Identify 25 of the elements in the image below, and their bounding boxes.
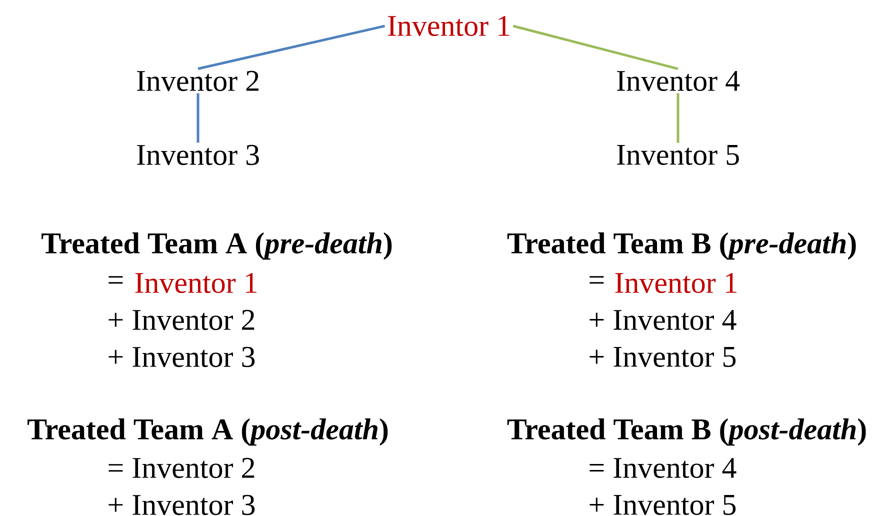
inventor-name: Inventor 1 — [135, 272, 257, 294]
team-member-line: + Inventor 3 — [108, 346, 255, 368]
team-member-line: = — [590, 276, 604, 284]
inventor-name: Inventor 1 — [615, 272, 737, 294]
team-member-line: + Inventor 3 — [108, 494, 255, 516]
inventor-label: Inventor 5 — [617, 145, 739, 165]
inventor-label: Inventor 2 — [137, 70, 258, 92]
connector-line — [196, 93, 200, 143]
team-member-line: + Inventor 5 — [590, 495, 736, 515]
team-heading: Treated Team B (pre-death) — [507, 232, 856, 260]
team-member-line: + Inventor 4 — [590, 310, 736, 330]
inventor-label: Inventor 1 — [388, 16, 510, 36]
inventor-label: Inventor 4 — [617, 70, 740, 92]
connector-line — [512, 24, 678, 70]
team-member-line: = — [108, 276, 123, 284]
team-heading: Treated Team A (pre-death) — [42, 232, 392, 260]
inventor-label: Inventor 3 — [137, 144, 259, 166]
team-member-line: = Inventor 4 — [590, 458, 736, 478]
connector-line — [198, 24, 386, 70]
team-heading: Treated Team B (post-death) — [507, 418, 866, 446]
connector-line — [676, 93, 680, 143]
team-member-line: + Inventor 5 — [590, 347, 736, 367]
team-member-line: = Inventor 2 — [108, 458, 254, 478]
team-member-line: + Inventor 2 — [108, 310, 254, 330]
team-heading: Treated Team A (post-death) — [28, 418, 388, 446]
